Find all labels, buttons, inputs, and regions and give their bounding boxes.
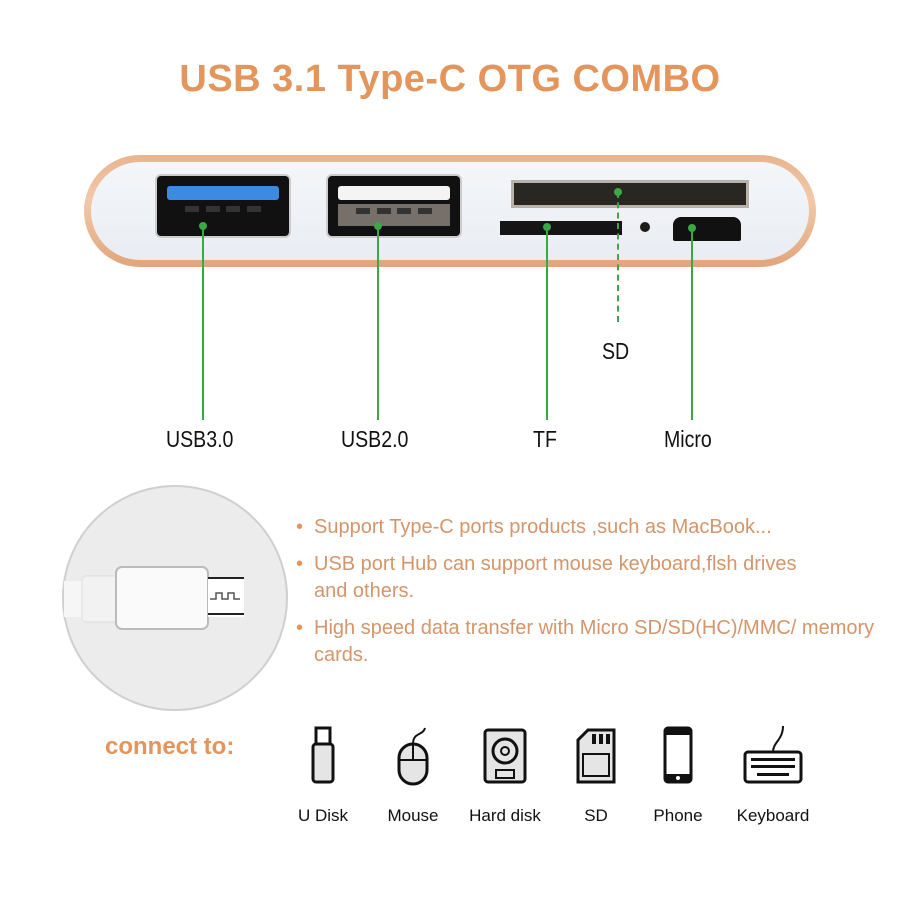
led-indicator [640,222,650,232]
device-hard-disk: Hard disk [460,724,550,826]
device-u-disk: U Disk [278,724,368,826]
sd-card-icon [576,728,616,784]
sd-slot [511,180,749,208]
mouse-icon [397,727,429,786]
page-title: USB 3.1 Type-C OTG COMBO [179,58,721,100]
label-tf: TF [533,426,557,452]
feature-item: •Support Type-C ports products ,such as … [296,516,772,538]
leader-usb3 [202,226,204,420]
leader-sd [617,192,619,322]
leader-usb2 [377,226,379,420]
tf-slot [500,221,622,235]
usb3-port [157,176,289,236]
connect-heading: connect to: [105,733,235,760]
micro-usb-port [673,217,741,241]
device-sd: SD [551,724,641,826]
label-usb2: USB2.0 [341,426,409,452]
usb2-port [328,176,460,236]
device-keyboard: Keyboard [728,724,818,826]
leader-tf [546,227,548,420]
device-phone: Phone [633,724,723,826]
leader-micro [691,228,693,420]
label-sd: SD [602,338,630,364]
label-micro: Micro [664,426,712,452]
usb-drive-icon [311,726,335,784]
label-usb3: USB3.0 [166,426,234,452]
device-mouse: Mouse [368,724,458,826]
hard-disk-icon [483,728,527,784]
keyboard-icon [743,725,803,784]
phone-icon [663,726,693,784]
feature-item: •High speed data transfer with Micro SD/… [296,617,875,666]
feature-item: •USB port Hub can support mouse keyboard… [296,553,797,602]
micro-usb-connector-image [62,485,288,711]
feature-list: •Support Type-C ports products ,such as … [296,514,886,679]
